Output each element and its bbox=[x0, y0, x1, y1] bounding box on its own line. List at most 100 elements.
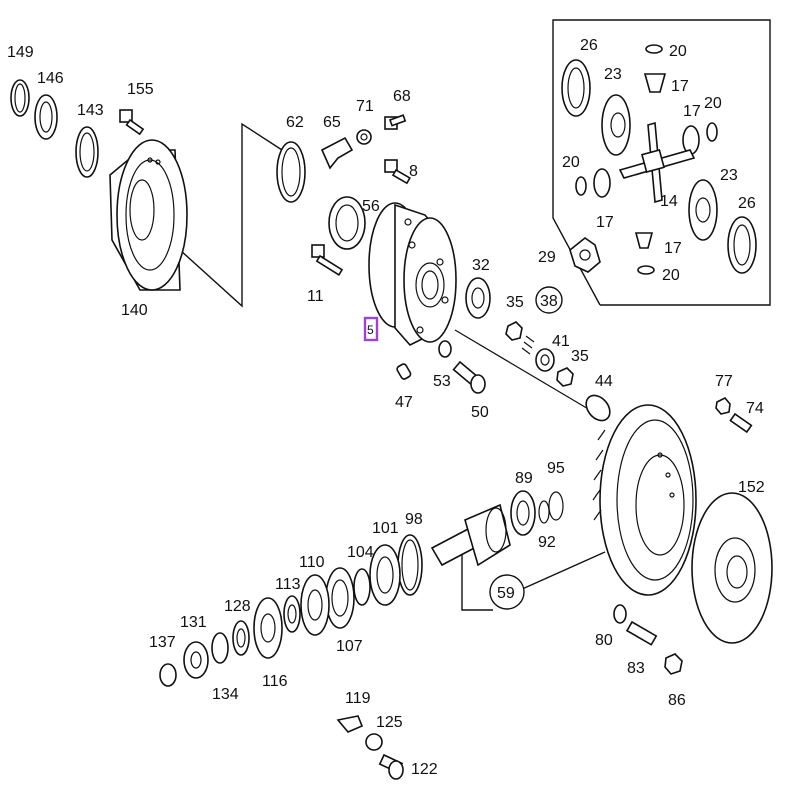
label-5: 5 bbox=[367, 323, 374, 337]
label-149: 149 bbox=[7, 44, 34, 61]
leader-line-axis bbox=[454, 329, 591, 411]
label-131: 131 bbox=[180, 614, 207, 631]
leader-line-140 bbox=[179, 122, 283, 308]
label-44: 44 bbox=[595, 373, 613, 390]
label-59: 59 bbox=[497, 585, 515, 602]
part-35-nut-b bbox=[556, 367, 574, 387]
label-74: 74 bbox=[746, 400, 764, 417]
part-86-nut bbox=[664, 653, 683, 675]
label-125: 125 bbox=[376, 714, 403, 731]
label-47: 47 bbox=[395, 394, 413, 411]
part-113-washer bbox=[283, 595, 301, 633]
part-95-ring bbox=[548, 491, 564, 521]
label-77: 77 bbox=[715, 373, 733, 390]
label-107: 107 bbox=[336, 638, 363, 655]
part-20-washer-left bbox=[575, 176, 587, 196]
part-155-bolt bbox=[119, 109, 145, 136]
part-29-wrench bbox=[569, 237, 601, 273]
part-71-washer bbox=[356, 129, 372, 145]
label-86: 86 bbox=[668, 692, 686, 709]
part-23-side-gear-top bbox=[601, 94, 631, 156]
label-119: 119 bbox=[345, 690, 371, 707]
part-53-washer bbox=[438, 340, 452, 358]
label-50: 50 bbox=[471, 404, 489, 421]
part-104-spacer bbox=[353, 568, 371, 606]
part-pinion-shaft bbox=[430, 503, 511, 567]
highlight-5 bbox=[363, 316, 379, 342]
label-122: 122 bbox=[411, 761, 438, 778]
part-122-screw bbox=[378, 753, 404, 780]
part-110-seal bbox=[300, 574, 330, 636]
part-74-stud bbox=[729, 412, 753, 434]
label-17-mid: 17 bbox=[596, 214, 614, 231]
part-17-pinion-left bbox=[593, 168, 611, 198]
label-92: 92 bbox=[538, 534, 556, 551]
part-119-clip bbox=[336, 715, 364, 733]
label-38-circle bbox=[535, 286, 563, 314]
label-20-right: 20 bbox=[704, 95, 722, 112]
label-20-left: 20 bbox=[562, 154, 580, 171]
leader-line-59b bbox=[519, 551, 606, 591]
label-146: 146 bbox=[37, 70, 64, 87]
label-26-bottom: 26 bbox=[738, 195, 756, 212]
part-56-washer bbox=[328, 196, 366, 250]
part-17-pinion-top bbox=[643, 73, 667, 93]
label-134: 134 bbox=[212, 686, 239, 703]
label-23-bottom: 23 bbox=[720, 167, 738, 184]
part-152-flange bbox=[691, 492, 773, 644]
part-50-bolt bbox=[452, 360, 486, 394]
label-38: 38 bbox=[540, 293, 558, 310]
part-62-ring bbox=[276, 141, 306, 203]
label-32: 32 bbox=[472, 257, 490, 274]
label-62: 62 bbox=[286, 114, 304, 131]
part-68-bolt bbox=[384, 114, 407, 130]
part-125-gear bbox=[365, 733, 383, 751]
part-83-stud bbox=[625, 620, 658, 646]
label-8: 8 bbox=[409, 163, 418, 180]
label-95: 95 bbox=[547, 460, 565, 477]
leader-line-59 bbox=[461, 542, 493, 611]
label-26-top: 26 bbox=[580, 37, 598, 54]
part-ring-gear bbox=[592, 404, 697, 596]
part-98-ring bbox=[397, 534, 423, 596]
label-65: 65 bbox=[323, 114, 341, 131]
part-116-flange bbox=[253, 597, 283, 659]
part-143-bushing bbox=[75, 126, 99, 178]
label-113: 113 bbox=[275, 576, 301, 593]
label-20-top: 20 bbox=[669, 43, 687, 60]
label-17-right: 17 bbox=[683, 103, 701, 120]
part-35-nut-a bbox=[505, 321, 523, 341]
part-20-washer-right bbox=[706, 122, 718, 142]
label-29: 29 bbox=[538, 249, 556, 266]
label-68: 68 bbox=[393, 88, 411, 105]
label-140: 140 bbox=[121, 302, 148, 319]
part-11-bolt bbox=[311, 244, 344, 276]
label-59-circle bbox=[489, 574, 525, 610]
label-83: 83 bbox=[627, 660, 645, 677]
part-47-stud bbox=[396, 363, 412, 380]
label-152: 152 bbox=[738, 479, 765, 496]
label-116: 116 bbox=[262, 673, 288, 690]
part-65-bracket bbox=[320, 136, 354, 170]
part-134-nut bbox=[183, 641, 209, 679]
label-71: 71 bbox=[356, 98, 374, 115]
part-14-cross-shaft bbox=[618, 121, 696, 204]
part-89-bearing bbox=[510, 490, 536, 536]
part-20-washer-bottom bbox=[637, 265, 655, 275]
label-89: 89 bbox=[515, 470, 533, 487]
label-98: 98 bbox=[405, 511, 423, 528]
part-17-pinion-bottom bbox=[634, 232, 654, 249]
label-110: 110 bbox=[299, 554, 325, 571]
part-149-snap-ring bbox=[10, 79, 30, 117]
label-35b: 35 bbox=[571, 348, 589, 365]
label-41: 41 bbox=[552, 333, 570, 350]
label-56: 56 bbox=[362, 198, 380, 215]
part-17-pinion-right bbox=[682, 125, 700, 155]
label-101: 101 bbox=[372, 520, 399, 537]
part-32-gear bbox=[465, 277, 491, 319]
part-41-washer bbox=[521, 335, 555, 372]
label-80: 80 bbox=[595, 632, 613, 649]
inset-frame bbox=[552, 19, 771, 306]
